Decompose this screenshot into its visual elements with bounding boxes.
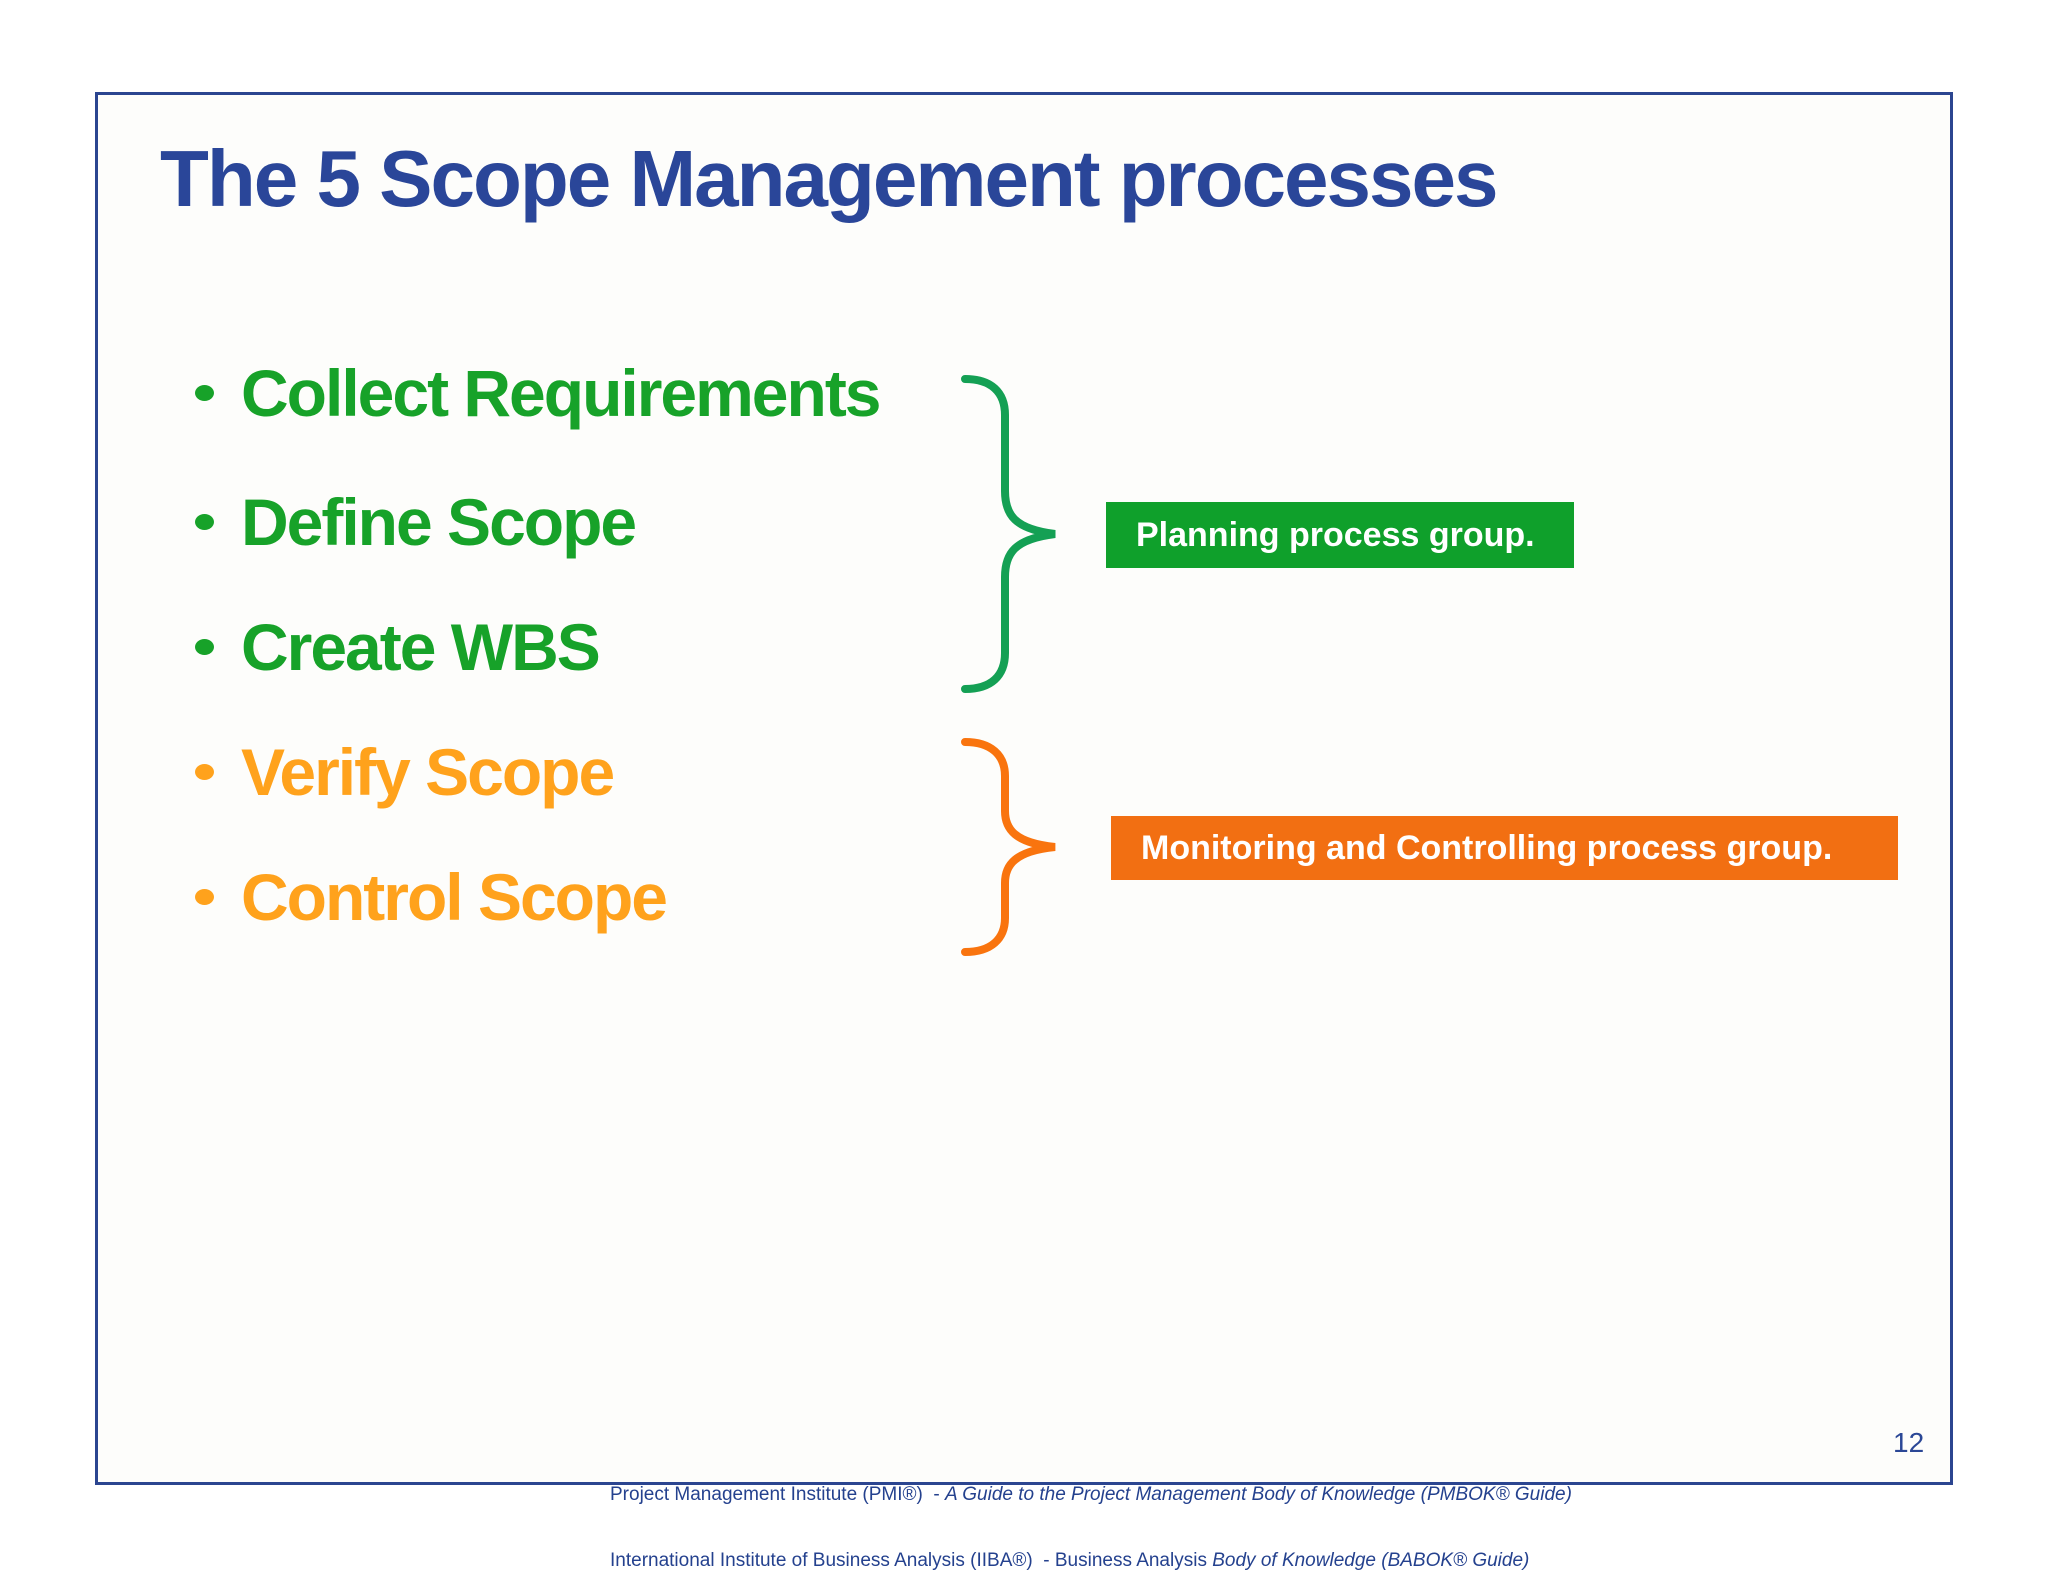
citation-footer: Project Management Institute (PMI®) - A … (610, 1440, 1572, 1582)
citation-text: International Institute of Business Anal… (610, 1550, 1213, 1571)
bullet-item-create-wbs: Create WBS (195, 601, 601, 693)
presentation-slide: The 5 Scope Management processes Collect… (95, 92, 1953, 1571)
bullet-dot-icon (195, 385, 214, 401)
bullet-dot-icon (195, 514, 214, 530)
bullet-item-define-scope: Define Scope (195, 476, 637, 568)
bullet-item-collect-requirements: Collect Requirements (195, 347, 881, 439)
page-number: 12 (1893, 1427, 1925, 1458)
bullet-item-verify-scope: Verify Scope (195, 726, 615, 818)
bullet-item-control-scope: Control Scope (195, 851, 668, 943)
bullet-label: Collect Requirements (241, 356, 881, 430)
bullet-dot-icon (195, 764, 214, 780)
monitoring-brace-icon (961, 738, 1056, 956)
bullet-label: Verify Scope (241, 735, 615, 809)
monitoring-group-text: Monitoring and Controlling process group… (1141, 828, 1833, 867)
bullet-label: Define Scope (241, 485, 637, 559)
bullet-dot-icon (195, 889, 214, 905)
monitoring-group-label: Monitoring and Controlling process group… (1111, 816, 1898, 880)
citation-line-babok: International Institute of Business Anal… (610, 1550, 1572, 1572)
citation-line-pmbok: Project Management Institute (PMI®) - A … (610, 1484, 1572, 1506)
planning-group-text: Planning process group. (1136, 515, 1535, 554)
planning-brace-icon (961, 375, 1056, 693)
bullet-dot-icon (195, 639, 214, 655)
slide-title: The 5 Scope Management processes (160, 134, 1499, 223)
planning-group-label: Planning process group. (1106, 502, 1574, 568)
citation-book-title: Body of Knowledge (BABOK® Guide) (1212, 1550, 1530, 1571)
citation-text: Project Management Institute (PMI®) - (610, 1484, 946, 1505)
bullet-label: Control Scope (241, 860, 668, 934)
bullet-label: Create WBS (241, 610, 601, 684)
citation-book-title: A Guide to the Project Management Body o… (945, 1484, 1572, 1505)
